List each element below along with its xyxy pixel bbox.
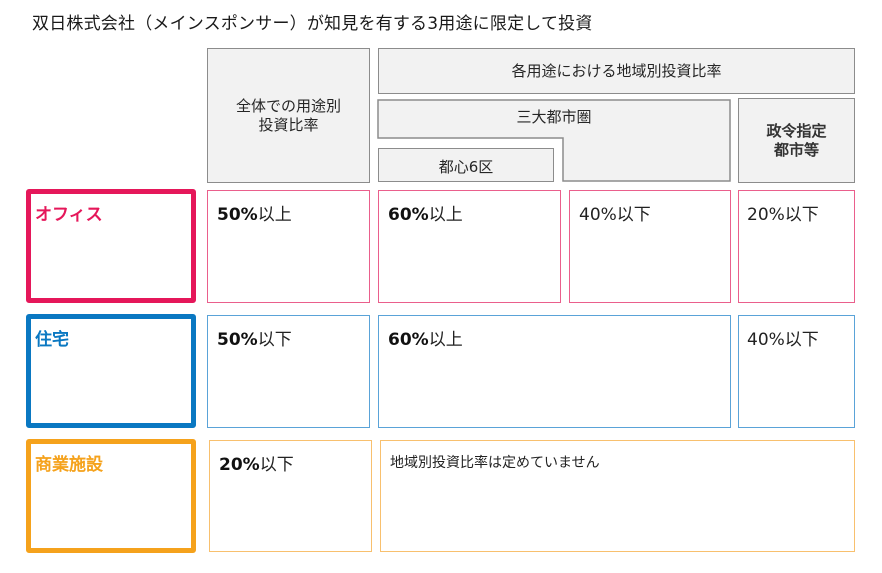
commercial-regional-note-cell: 地域別投資比率は定めていません (380, 440, 855, 552)
office-overall-suffix: 以上 (257, 205, 292, 225)
residential-three-metro-cell: 60%以上 (378, 315, 731, 428)
header-three-metro: 三大都市圏 (516, 108, 592, 126)
header-overall-ratio: 全体での用途別 投資比率 (207, 48, 370, 183)
residential-designated-cities-value: 40% (747, 330, 785, 350)
commercial-overall-value: 20% (219, 455, 260, 475)
residential-overall-value: 50% (217, 330, 258, 350)
office-designated-cities-value: 20% (747, 205, 785, 225)
header-overall-ratio-line1: 全体での用途別 (235, 96, 341, 115)
office-overall-value: 50% (217, 205, 258, 225)
commercial-overall-suffix: 以下 (259, 455, 294, 475)
residential-designated-cities-cell: 40%以下 (738, 315, 855, 428)
office-central-six-cell: 60%以上 (378, 190, 561, 303)
row-label-residential: 住宅 (26, 314, 196, 428)
office-designated-cities-cell: 20%以下 (738, 190, 855, 303)
office-central-six-suffix: 以上 (428, 205, 463, 225)
header-designated-cities-line1: 政令指定 (766, 121, 827, 140)
header-central-six-label: 都心6区 (438, 157, 494, 176)
office-central-six-value: 60% (388, 205, 429, 225)
row-label-commercial: 商業施設 (26, 439, 196, 553)
office-overall-cell: 50%以上 (207, 190, 370, 303)
office-designated-cities-suffix: 以下 (784, 205, 819, 225)
header-overall-ratio-line2: 投資比率 (258, 115, 319, 134)
residential-overall-suffix: 以下 (257, 330, 292, 350)
residential-designated-cities-suffix: 以下 (784, 330, 819, 350)
office-three-metro-other-cell: 40%以下 (569, 190, 731, 303)
header-central-six: 都心6区 (378, 148, 554, 182)
commercial-regional-note: 地域別投資比率は定めていません (390, 455, 600, 471)
header-three-metro-outline (377, 99, 731, 182)
residential-three-metro-value: 60% (388, 330, 429, 350)
office-three-metro-other-suffix: 以下 (616, 205, 651, 225)
residential-three-metro-suffix: 以上 (428, 330, 463, 350)
header-designated-cities-line2: 都市等 (773, 140, 819, 159)
header-regional-ratio: 各用途における地域別投資比率 (378, 48, 855, 94)
office-three-metro-other-value: 40% (579, 205, 617, 225)
commercial-overall-cell: 20%以下 (209, 440, 372, 552)
header-designated-cities: 政令指定 都市等 (738, 98, 855, 183)
row-label-office: オフィス (26, 189, 196, 303)
page-title: 双日株式会社（メインスポンサー）が知見を有する3用途に限定して投資 (32, 14, 593, 34)
residential-overall-cell: 50%以下 (207, 315, 370, 428)
header-regional-ratio-label: 各用途における地域別投資比率 (511, 61, 722, 80)
